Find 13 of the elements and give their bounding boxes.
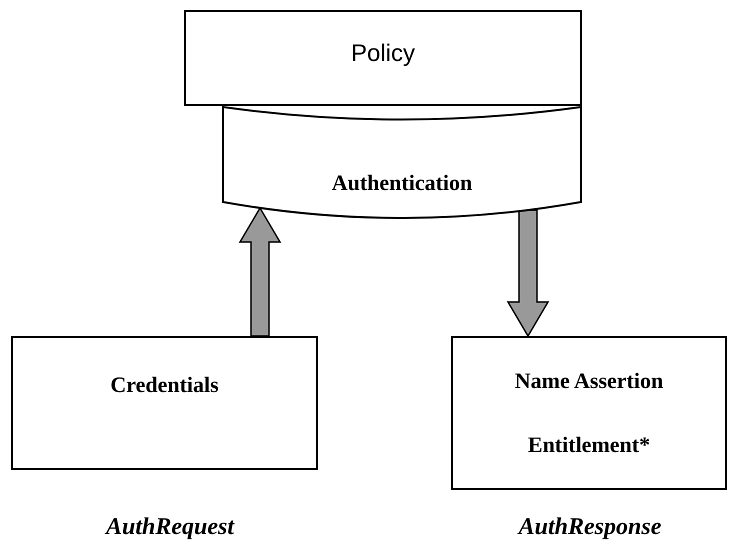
block-arrow <box>238 206 282 337</box>
database-cylinder <box>222 106 582 222</box>
policy-box <box>184 10 582 106</box>
node-label: AuthResponse <box>518 514 662 541</box>
node-label: Entitlement* <box>528 432 650 458</box>
node-label: Name Assertion <box>514 368 664 394</box>
node-label: AuthRequest <box>106 514 234 541</box>
node-label: Policy <box>350 40 416 68</box>
node-label: Authentication <box>332 170 472 196</box>
process-box <box>451 336 727 490</box>
block-arrow <box>506 209 550 338</box>
process-box <box>11 336 318 470</box>
node-label: Credentials <box>110 372 219 398</box>
